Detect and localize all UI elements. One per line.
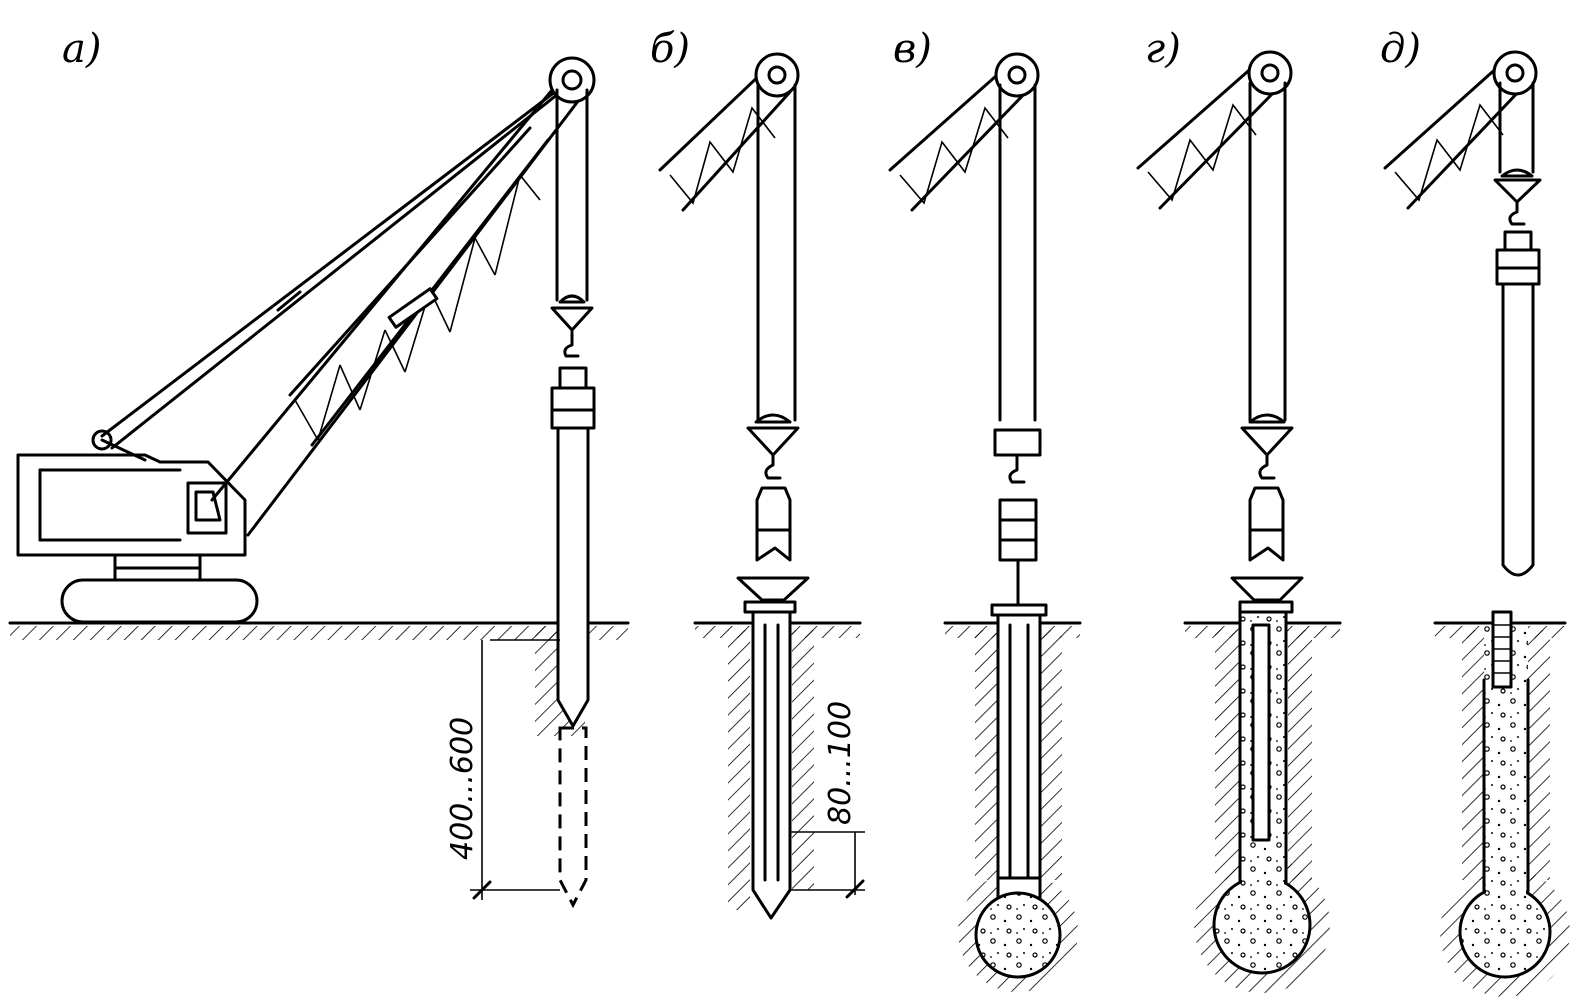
extracted-pipe-d — [1501, 282, 1535, 577]
pipe-continuation — [558, 726, 588, 909]
lattice-boom — [210, 76, 587, 537]
casing-pipe-a — [556, 426, 590, 728]
stage-a-crane: 400...600 — [8, 56, 630, 909]
stage-label-v: в) — [893, 26, 932, 72]
pile-cap-a — [550, 386, 596, 430]
hook-block-d — [1493, 178, 1542, 204]
hook-block-g — [1240, 426, 1294, 457]
stage-g — [1136, 50, 1342, 993]
hammer-g — [1248, 486, 1285, 562]
dimension-b — [790, 831, 865, 899]
hammer-b — [755, 486, 792, 562]
casing-pipe-v — [996, 610, 1042, 894]
dimension-label-80-100: 80...100 — [823, 701, 858, 825]
stage-label-b: б) — [650, 26, 690, 72]
boom-fragment-b — [658, 68, 792, 212]
boom-fragment-g — [1136, 63, 1280, 210]
crawler-track — [60, 578, 259, 624]
concrete-bulb-g — [1212, 875, 1312, 975]
hammer-v — [998, 498, 1038, 562]
head-b — [736, 576, 810, 602]
boom-fragment-d — [1383, 63, 1524, 210]
hook-block-b — [746, 426, 800, 457]
pendant-rope — [100, 80, 570, 438]
dimension-label-400-600: 400...600 — [445, 717, 480, 860]
stage-b: 80...100 — [658, 52, 865, 920]
stage-label-d: д) — [1380, 26, 1421, 72]
boom-fragment-v — [888, 66, 1030, 212]
concrete-bulb-v — [974, 891, 1062, 979]
hook-block-a — [550, 306, 594, 332]
dimension-a — [470, 639, 560, 900]
concrete-bulb-d — [1458, 885, 1552, 979]
stage-v — [888, 52, 1082, 992]
stage-label-a: а) — [62, 26, 101, 72]
hook-block-v — [993, 428, 1042, 457]
head-g — [1230, 576, 1304, 602]
casing-pipe-b — [751, 610, 792, 920]
stage-d — [1383, 50, 1570, 997]
stage-label-g: г) — [1145, 26, 1181, 72]
